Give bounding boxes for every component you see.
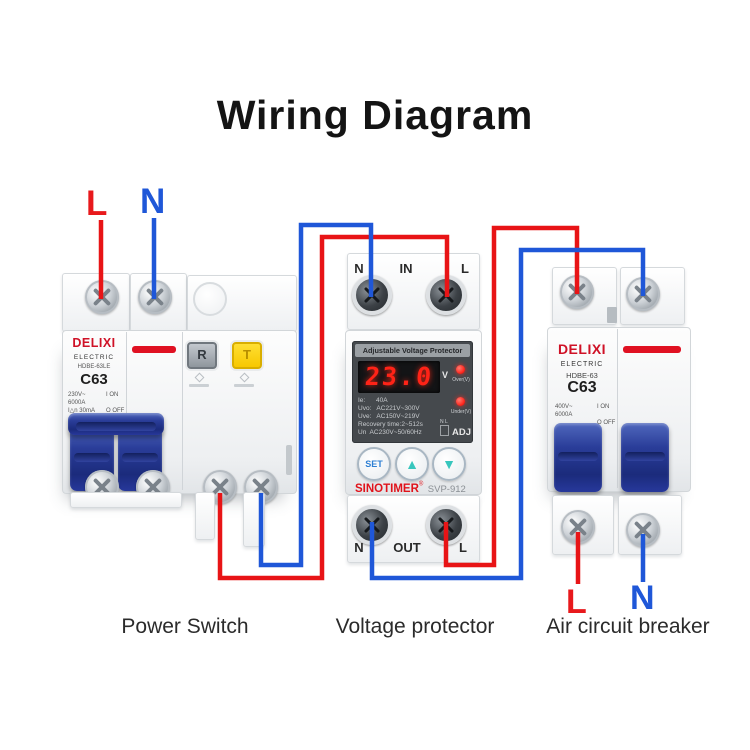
test-button: T (232, 342, 262, 369)
pole-divider (182, 332, 183, 490)
screw-terminal-icon (352, 275, 392, 315)
up-arrow-icon: ▲ (405, 456, 419, 472)
vp-spec-line: Un AC230V~50/60Hz (358, 429, 422, 436)
voltage-protector-device: N IN L Adjustable Voltage Protector 23.0… (345, 253, 482, 563)
vp-spec-line: Recovery time:2~512s (358, 421, 423, 428)
screw-terminal-icon (626, 277, 660, 311)
vp-brand: SINOTIMER (355, 483, 419, 495)
red-bar-icon (623, 346, 681, 353)
down-button: ▼ (432, 447, 466, 481)
screw-terminal-icon (138, 280, 172, 314)
screw-terminal-icon (85, 280, 119, 314)
indicator-mark-icon (189, 384, 209, 387)
screw-terminal-icon (561, 510, 595, 544)
rating-label: C63 (567, 379, 597, 396)
vp-in-n-label: N (354, 261, 364, 276)
under-label: Under(V) (450, 409, 472, 415)
vp-in-l-label: L (461, 261, 469, 276)
vp-out-n-label: N (354, 540, 364, 555)
on-mark: I ON (597, 404, 610, 410)
output-live-label: L (566, 583, 587, 621)
vp-model: SVP-912 (427, 484, 466, 495)
vp-in-label: IN (399, 261, 413, 276)
round-recess-icon (193, 282, 227, 316)
vp-display: 23.0 (358, 361, 440, 393)
under-led-icon (456, 397, 465, 406)
screw-terminal-icon (426, 505, 466, 545)
output-neutral-label: N (630, 579, 655, 617)
din-foot (195, 492, 215, 540)
spec-voltage: 230V~ (68, 392, 86, 398)
vp-spec-line: Uvo: AC221V~300V (358, 405, 420, 412)
screw-terminal-icon (560, 275, 594, 309)
registered-mark-icon: ® (418, 481, 424, 488)
red-bar-icon (132, 346, 176, 353)
screw-terminal-icon (426, 275, 466, 315)
toggle-handle-icon (621, 423, 669, 492)
input-neutral-label: N (140, 182, 166, 221)
set-button-label: SET (365, 459, 383, 469)
vp-spec-line: Ie: 40A (358, 397, 388, 404)
toggle-handle-icon (554, 423, 602, 492)
screw-terminal-icon (626, 513, 660, 547)
vp-panel-title: Adjustable Voltage Protector (355, 344, 470, 357)
down-arrow-icon: ▼ (442, 456, 456, 472)
rating-label: C63 (80, 371, 108, 388)
din-clip-icon (607, 307, 617, 323)
vp-out-label: OUT (393, 540, 421, 555)
vp-spec-line: Uve: AC150V~219V (358, 413, 420, 420)
spec-voltage: 400V~ (555, 404, 573, 410)
screw-terminal-icon (352, 505, 392, 545)
brand-sub-label: ELECTRIC (560, 361, 604, 368)
adj-label: ADJ (452, 427, 472, 438)
pole-divider (617, 329, 618, 488)
set-button: SET (357, 447, 391, 481)
pole-divider (126, 332, 127, 490)
side-marker-icon (286, 445, 292, 475)
din-foot (243, 492, 265, 547)
up-button: ▲ (395, 447, 429, 481)
spec-leakage: I△n 30mA (68, 408, 95, 414)
relay-symbol-icon (440, 425, 449, 436)
brand-label: DELIXI (72, 336, 116, 350)
brand-label: DELIXI (557, 341, 607, 357)
spec-current: 6000A (68, 400, 86, 406)
off-mark: O OFF (106, 408, 125, 414)
power-switch-caption: Power Switch (121, 615, 249, 638)
din-foot (70, 492, 182, 508)
air-breaker-caption: Air circuit breaker (546, 615, 710, 638)
reset-button: R (187, 342, 217, 369)
on-mark: I ON (106, 392, 119, 398)
over-label: Over(V) (452, 377, 470, 383)
toggle-grip-icon (68, 413, 164, 435)
vp-out-l-label: L (459, 540, 467, 555)
indicator-mark-icon (234, 384, 254, 387)
vp-display-value: 23.0 (363, 362, 435, 391)
page-title: Wiring Diagram (216, 92, 534, 138)
brand-sub-label: ELECTRIC (73, 354, 115, 361)
spec-current: 6000A (555, 412, 573, 418)
input-live-label: L (86, 184, 108, 223)
voltage-protector-caption: Voltage protector (335, 615, 495, 638)
model-label: HDBE-63LE (77, 364, 111, 370)
vp-dark-panel: Adjustable Voltage Protector 23.0 V Over… (352, 341, 473, 443)
over-led-icon (456, 365, 465, 374)
air-breaker-device: DELIXI ELECTRIC HDBE-63 C63 400V~ 6000A … (545, 265, 691, 555)
power-switch-device: DELIXI ELECTRIC HDBE-63LE C63 230V~ 6000… (62, 270, 297, 558)
